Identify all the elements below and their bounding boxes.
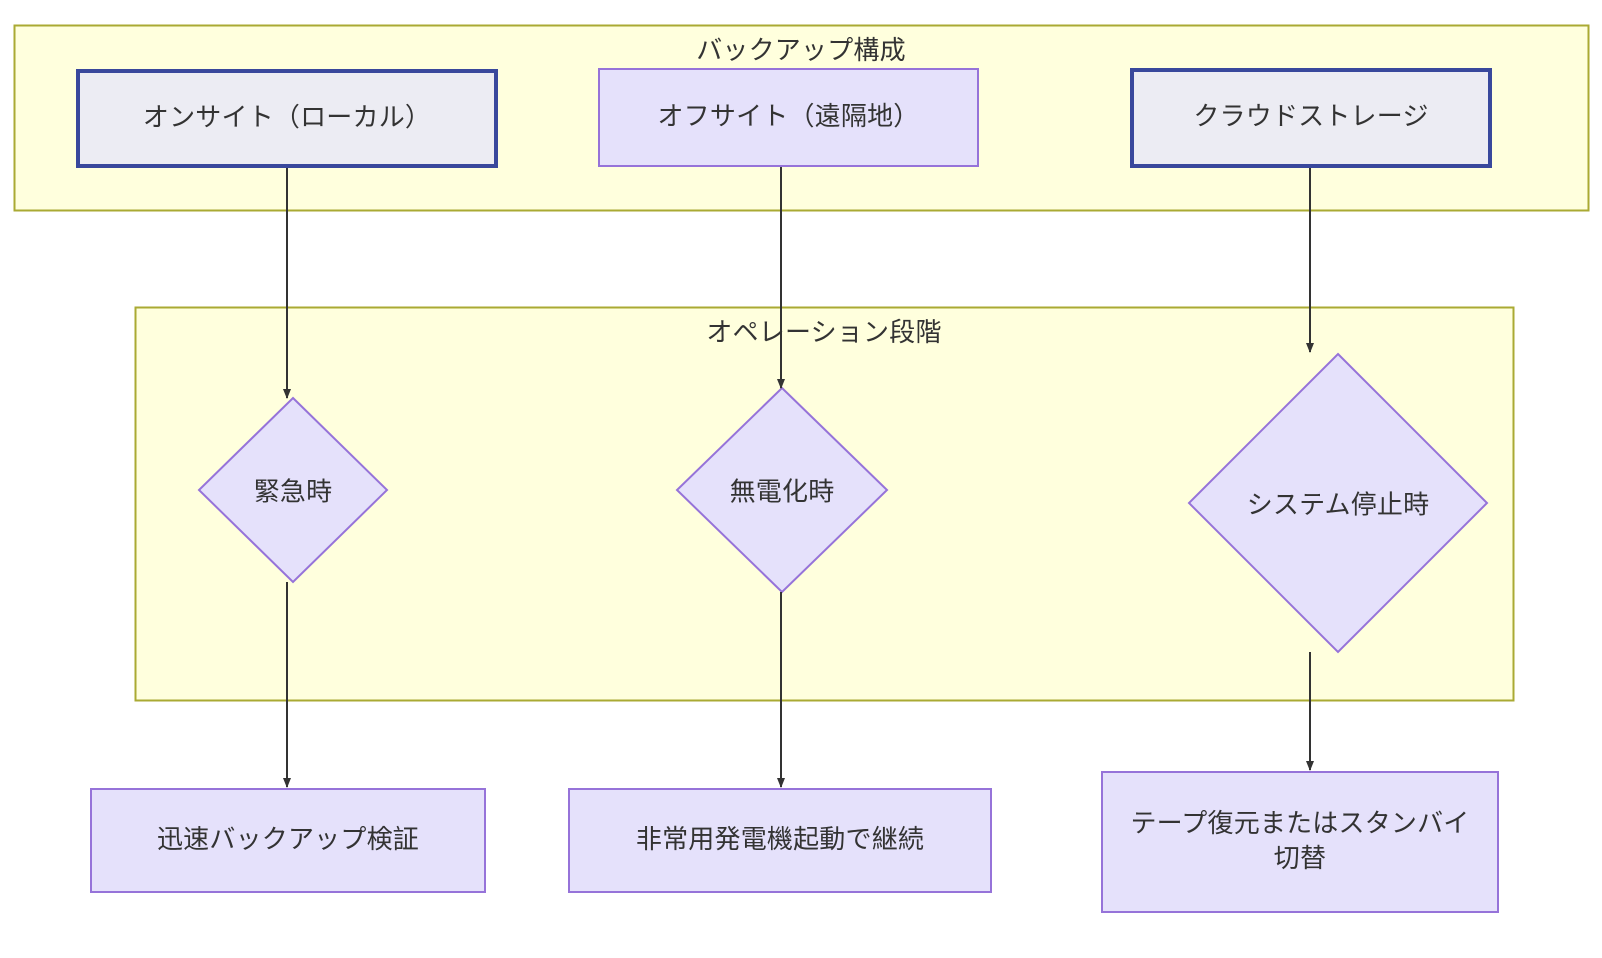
node-label-onsite: オンサイト（ローカル） [142,102,432,133]
node-offsite[interactable]: オフサイト（遠隔地） [598,68,979,167]
cluster-label-backup-config: バックアップ構成 [696,36,906,66]
node-label-offsite: オフサイト（遠隔地） [657,101,920,132]
node-verify[interactable]: 迅速バックアップ検証 [90,788,486,893]
edge-connectors [283,167,1314,788]
node-onsite[interactable]: オンサイト（ローカル） [76,69,498,168]
node-cloud[interactable]: クラウドストレージ [1130,68,1492,168]
node-label-verify: 迅速バックアップ検証 [156,824,419,855]
node-label-tape: テープ復元またはスタンバイ切替 [1130,808,1470,874]
node-urgent[interactable] [197,396,389,584]
node-label-cloud: クラウドストレージ [1193,102,1429,133]
node-sysstop[interactable] [1187,352,1489,654]
diamond-shapes [197,352,1489,654]
cluster-label-operation-phase: オペレーション段階 [706,318,942,348]
node-genset[interactable]: 非常用発電機起動で継続 [568,788,992,893]
node-tape[interactable]: テープ復元またはスタンバイ切替 [1101,771,1499,913]
node-label-genset: 非常用発電機起動で継続 [635,824,925,855]
